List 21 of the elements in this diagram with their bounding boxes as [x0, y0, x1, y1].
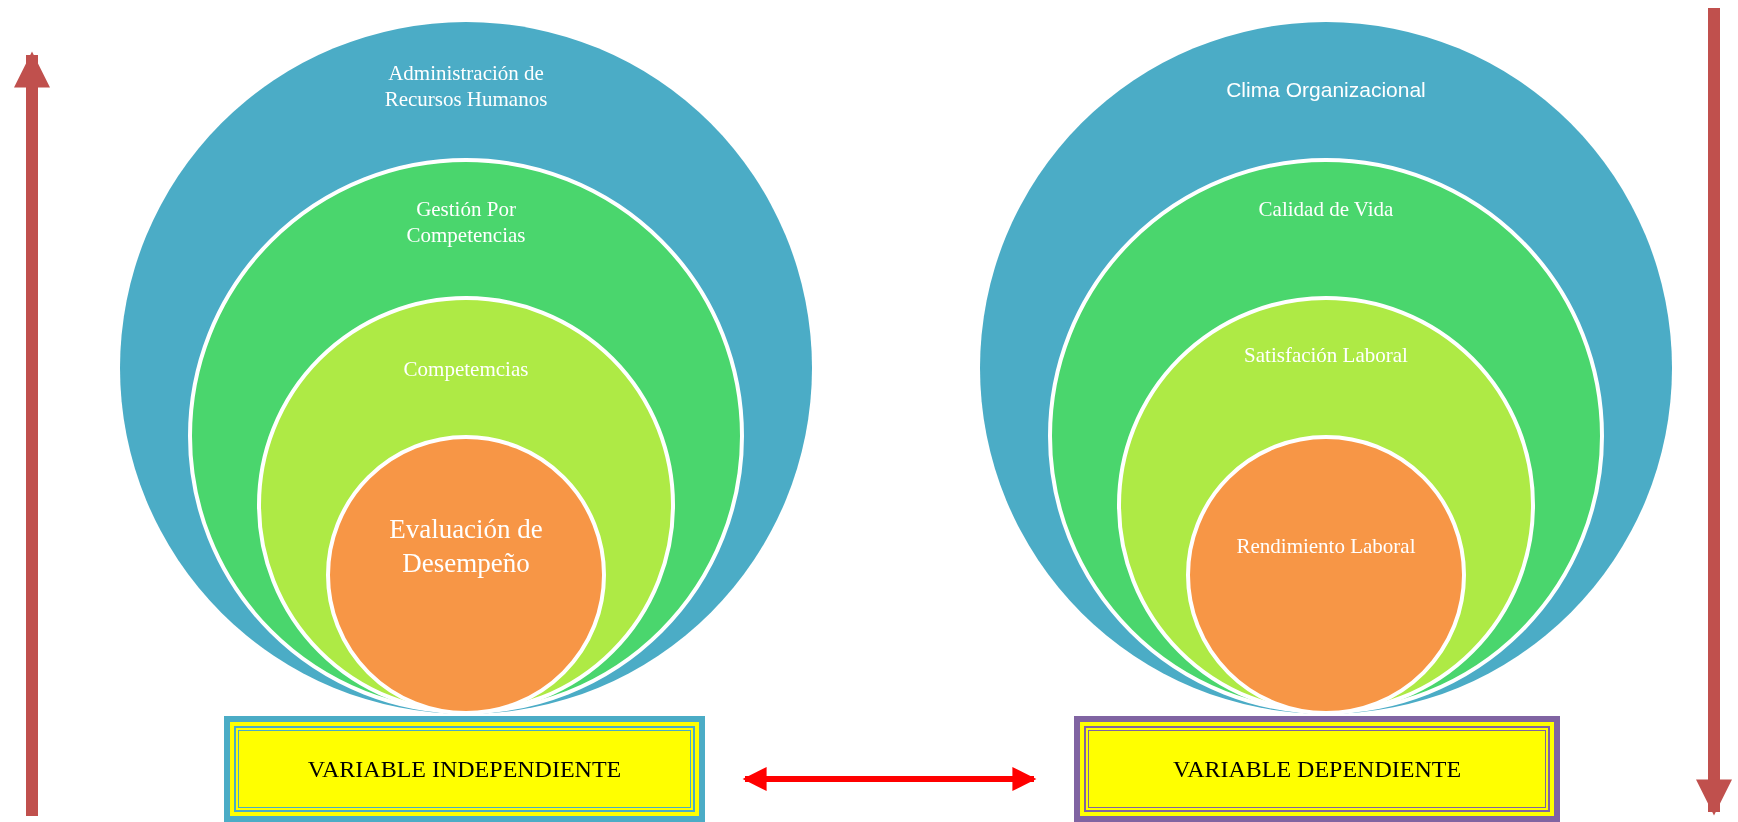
double-arrow: [742, 767, 1037, 791]
circle: [120, 22, 812, 714]
circle: [257, 296, 675, 714]
circle-label: Administración de Recursos Humanos: [383, 60, 549, 113]
circle: [980, 22, 1672, 714]
circle-label: Satisfación Laboral: [1243, 342, 1409, 369]
circle-label: Calidad de Vida: [1257, 196, 1395, 223]
circle: [326, 435, 606, 715]
circle-label: Competemcias: [402, 356, 530, 383]
variable-box: [224, 716, 705, 822]
circle-label: Clima Organizacional: [1225, 77, 1427, 103]
circle-label: Rendimiento Laboral: [1235, 533, 1417, 560]
circle: [188, 158, 744, 714]
circle-label: Gestión Por Competencias: [405, 196, 527, 249]
variable-box: [1074, 716, 1560, 822]
box-label: VARIABLE DEPENDIENTE: [1172, 755, 1462, 784]
circle: [1117, 296, 1535, 714]
circle: [1186, 435, 1466, 715]
box-label: VARIABLE INDEPENDIENTE: [307, 755, 622, 784]
circle-label: Evaluación de Desempeño: [388, 513, 544, 580]
circle: [1048, 158, 1604, 714]
